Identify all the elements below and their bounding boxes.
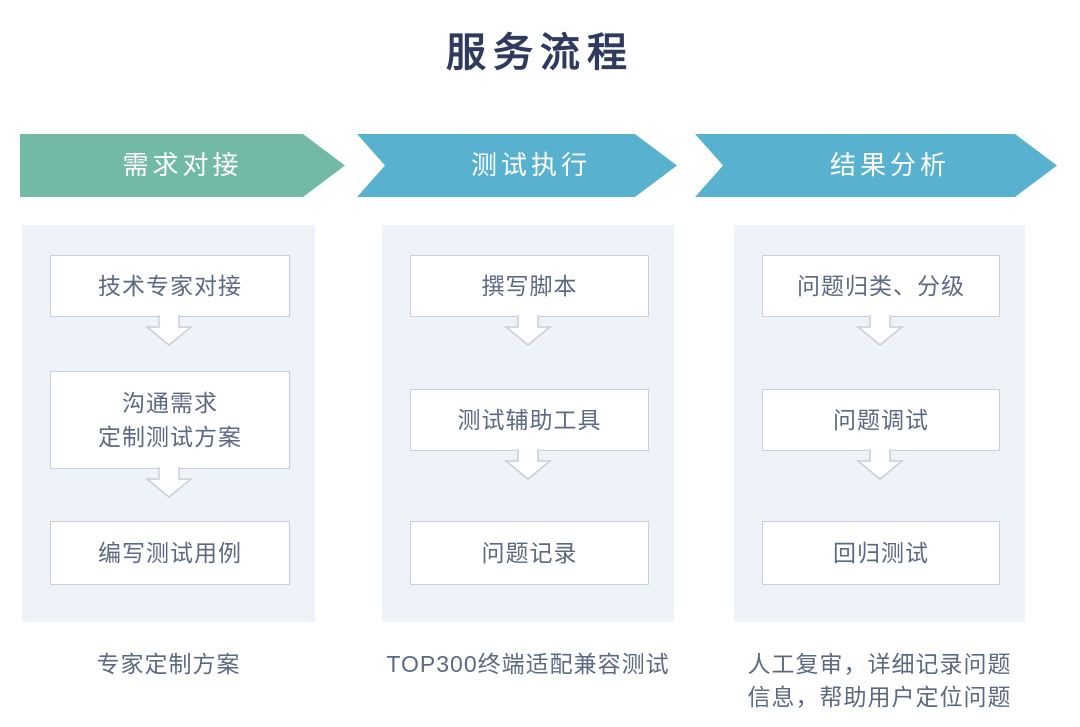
page-title: 服务流程 [446,31,634,75]
step-box: 问题归类、分级 [762,255,1000,317]
stage3-caption: 人工复审，详细记录问题信息，帮助用户定位问题 [747,651,1012,711]
step-box: 回归测试 [762,521,1000,585]
stage2-arrow-shape [357,134,677,197]
down-arrow-icon [144,467,193,498]
step-box: 技术专家对接 [50,255,290,317]
stage-arrows-graphic [20,134,1057,197]
stage2-label: 测试执行 [470,150,591,180]
step-box: 撰写脚本 [410,255,649,317]
step-box: 编写测试用例 [50,521,290,585]
stage1-column: 技术专家对接 沟通需求 定制测试方案 编写测试用例 专家定制方案 [22,225,315,681]
step-box: 沟通需求 定制测试方案 [50,371,290,469]
stage3-label: 结果分析 [829,150,950,180]
stage2-panel: 撰写脚本 测试辅助工具 问题记录 [382,225,674,622]
stage3-arrow-shape [695,134,1057,197]
stage1-panel: 技术专家对接 沟通需求 定制测试方案 编写测试用例 [22,225,315,622]
stage2-caption: TOP300终端适配兼容测试 [386,651,670,677]
step-box: 问题调试 [762,389,1000,451]
down-arrow-icon [144,315,193,346]
down-arrow-icon [855,449,904,480]
stage1-caption: 专家定制方案 [96,651,241,677]
down-arrow-icon [855,315,904,346]
down-arrow-icon [504,449,552,480]
step-box: 测试辅助工具 [410,389,649,451]
step-box: 问题记录 [410,521,649,585]
stage1-arrow-shape [20,134,345,197]
stage1-label: 需求对接 [122,150,243,180]
stage3-column: 问题归类、分级 问题调试 回归测试 人工复审，详细记录问题信息，帮助用户定位问题 [734,225,1025,715]
down-arrow-icon [504,315,552,346]
stage3-panel: 问题归类、分级 问题调试 回归测试 [734,225,1025,622]
process-stage-banner: 需求对接 测试执行 结果分析 [0,134,1080,197]
stage2-column: 撰写脚本 测试辅助工具 问题记录 TOP300终端适配兼容测试 [382,225,674,681]
